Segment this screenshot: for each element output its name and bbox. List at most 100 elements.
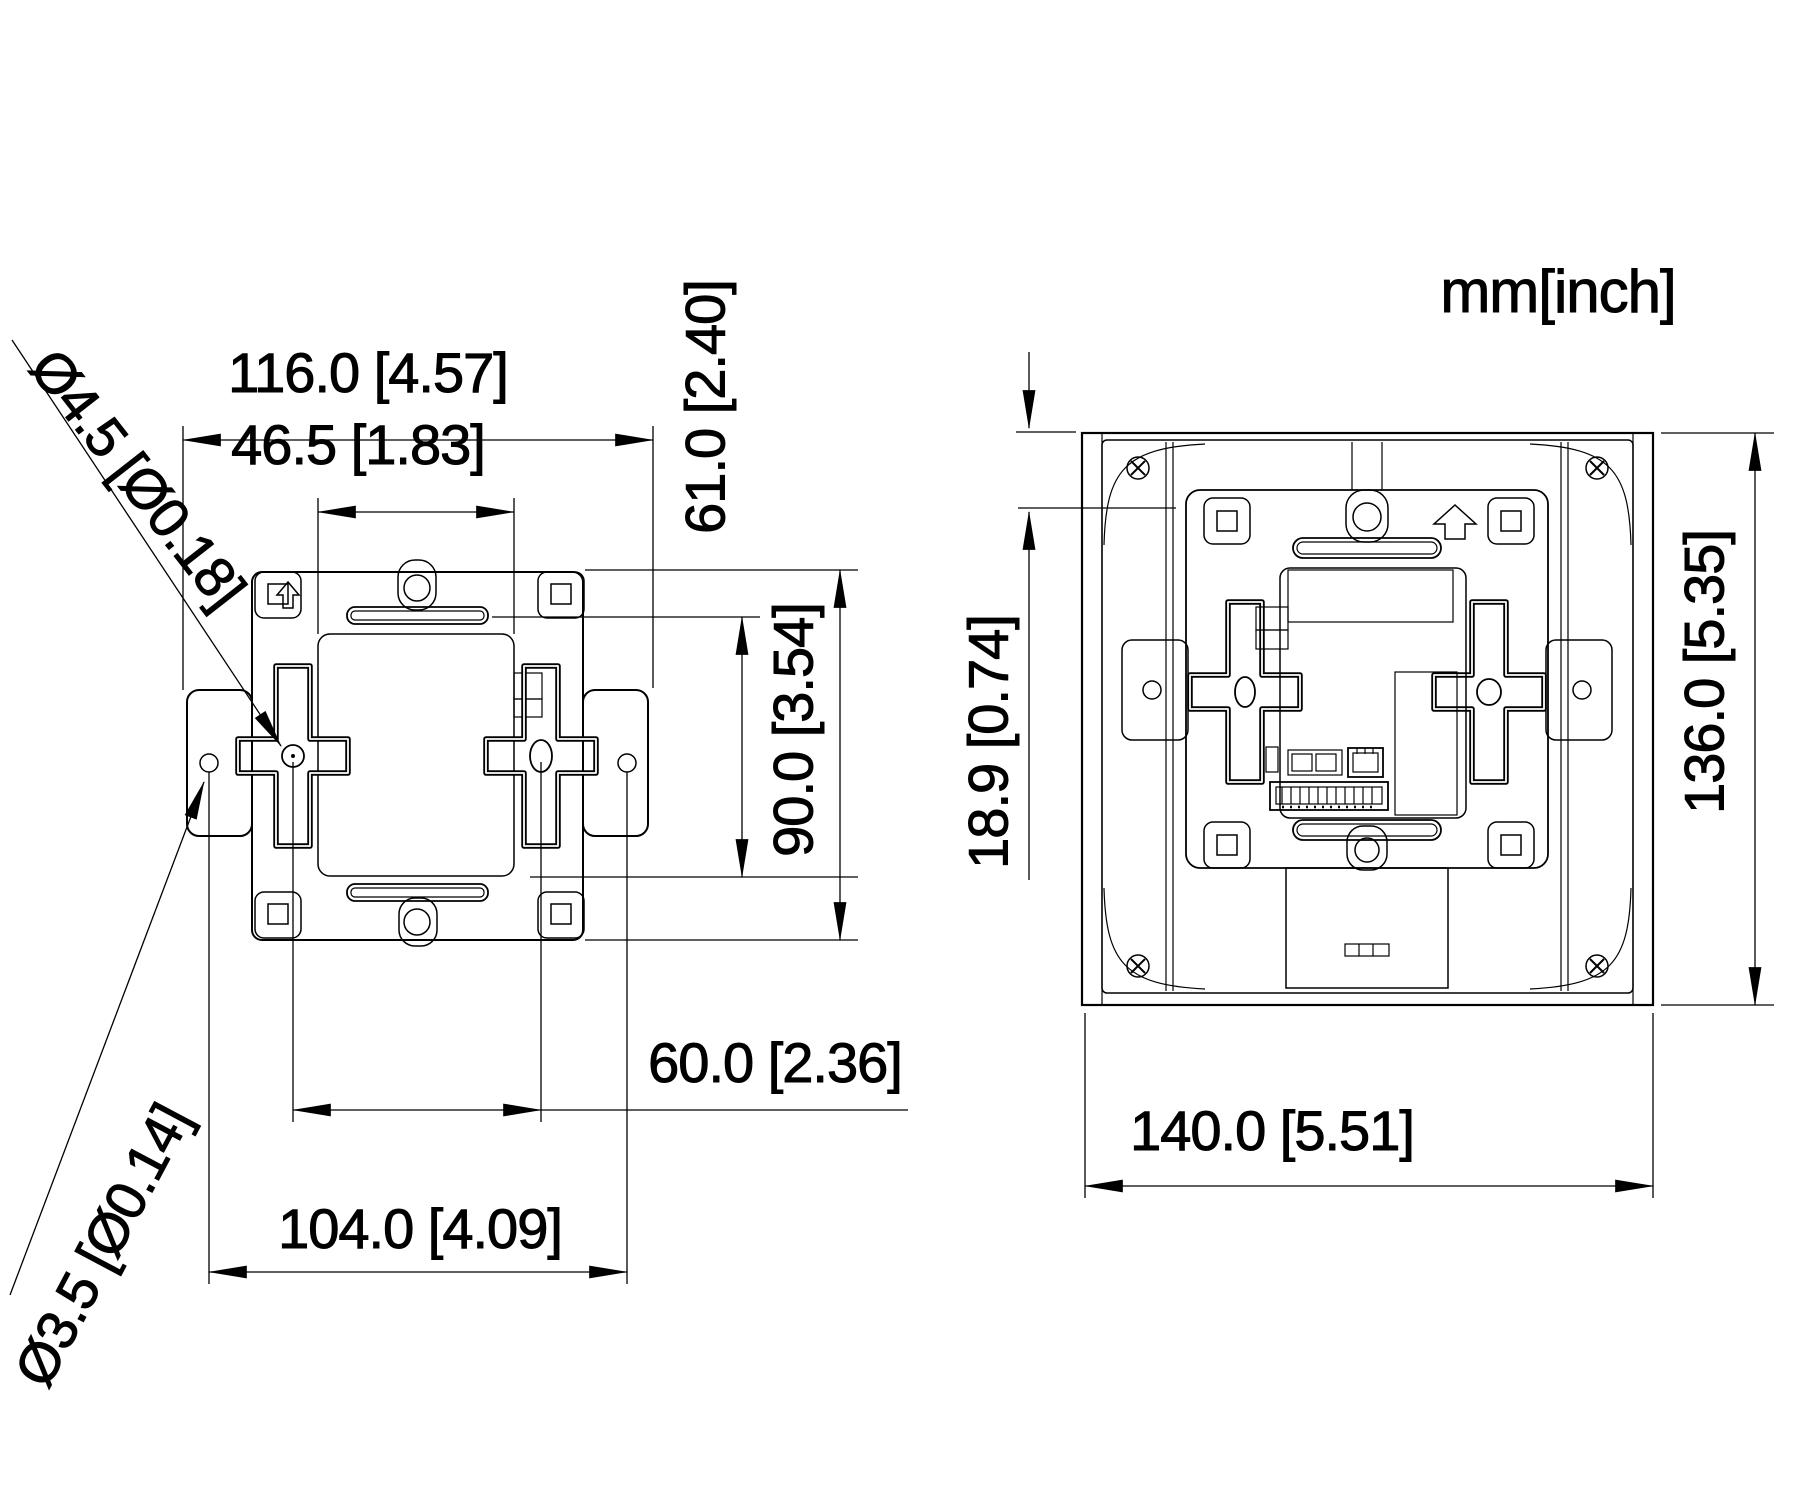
top-slot-inner	[1296, 541, 1438, 555]
plate-wing-right	[1545, 639, 1613, 741]
screw-bottom-left-icon	[1126, 954, 1150, 978]
label-screw-hole-diameter: Ø3.5 [Ø0.14]	[1, 780, 205, 1397]
dim-overall-height: 90.0 [3.54]	[585, 568, 858, 942]
panel-corner-curve-bottom-left	[1103, 887, 1206, 990]
bracket-plate-features	[199, 559, 637, 947]
corner-tab-bottom-left	[254, 891, 302, 939]
electronics	[1255, 567, 1467, 989]
housing-outer-box	[1080, 431, 1655, 1007]
wing-hole-right	[1572, 680, 1592, 700]
corner-square-top-right	[550, 583, 572, 605]
corner-square-bottom-left	[1216, 834, 1238, 856]
dimension-text: 61.0 [2.40]	[674, 280, 737, 534]
leader-text: Ø3.5 [Ø0.14]	[2, 1094, 203, 1396]
panel-corner-curve-top-right	[1529, 443, 1632, 546]
cable-channel-notch	[1344, 943, 1390, 957]
top-slot-inner	[350, 610, 485, 621]
connector-b-pins	[1356, 748, 1374, 754]
dimension-text: 60.0 [2.36]	[648, 1031, 902, 1094]
keyhole-cross-right-centerline	[1433, 601, 1545, 783]
dimension-text: 136.0 [5.35]	[1673, 530, 1736, 814]
wall-box-opening	[317, 633, 515, 877]
up-arrow-icon	[1432, 503, 1478, 540]
device-back-view: 18.9 [0.74] 136.0 [5.35] 140.0 [5.51]	[956, 352, 1774, 1198]
bracket-wing-right	[582, 689, 649, 837]
terminal-strip-inner	[1275, 786, 1383, 805]
bottom-screw-hole	[1354, 837, 1380, 863]
corner-tab-top-left	[254, 571, 302, 619]
corner-tab-bottom-right	[1487, 821, 1535, 869]
dim-top-inset: 18.9 [0.74]	[956, 352, 1176, 880]
terminal-pins	[1281, 787, 1373, 804]
keyhole-cross-left	[1187, 599, 1303, 785]
screw-top-left-icon	[1126, 456, 1150, 480]
panel-corner-curve-bottom-right	[1529, 887, 1632, 990]
leader-line	[9, 780, 205, 1296]
bracket-dimensions: 116.0 [4.57] 46.5 [1.83] 61.0 [2.40]	[1, 280, 908, 1397]
dim-body-height: 136.0 [5.35]	[1661, 431, 1774, 1007]
wing-hole-right	[617, 753, 637, 773]
screw-top-right-icon	[1585, 456, 1609, 480]
wing-hole-left	[199, 753, 219, 773]
housing-inner-panel	[1101, 439, 1634, 994]
keyhole-cross-right	[1431, 599, 1547, 785]
corner-square-bottom-right	[550, 903, 572, 925]
top-screw-hole	[1352, 502, 1382, 532]
plate-wing-left	[1121, 639, 1189, 741]
cable-clip-lower	[513, 698, 543, 718]
module-right	[1394, 671, 1458, 816]
connector-small	[1265, 746, 1279, 773]
internal-mounting-plate	[1121, 442, 1613, 871]
cable-clip-upper	[513, 672, 543, 700]
corner-square-top-left	[1216, 510, 1238, 532]
up-arrow-icon	[275, 580, 301, 609]
top-screw-tab	[397, 559, 437, 611]
bottom-screw-hole	[403, 908, 431, 936]
dim-upper-height: 61.0 [2.40]	[492, 280, 858, 879]
connector-b-inner	[1352, 752, 1379, 773]
corner-square-top-right	[1500, 510, 1522, 532]
dimension-text: 18.9 [0.74]	[957, 615, 1020, 869]
keyhole-center-hole-right	[1476, 678, 1502, 706]
dimension-text: 46.5 [1.83]	[231, 413, 485, 476]
device-dimensions: 18.9 [0.74] 136.0 [5.35] 140.0 [5.51]	[956, 352, 1774, 1198]
top-slot-outer	[346, 606, 489, 625]
connector-a-cell-1	[1291, 753, 1313, 772]
corner-tab-top-left	[1203, 497, 1251, 545]
keyhole-cross-right-centerline	[485, 665, 597, 847]
bottom-slot-outer	[346, 883, 489, 902]
cable-channel	[1285, 867, 1449, 989]
dimension-text: 116.0 [4.57]	[228, 341, 508, 404]
module-top	[1287, 569, 1454, 623]
corner-tab-bottom-left	[1203, 821, 1251, 869]
corner-tab-top-right	[1487, 497, 1535, 545]
leader-line	[11, 339, 282, 747]
corner-square-top-left	[267, 583, 289, 605]
pcb-outline	[1279, 567, 1467, 819]
bracket-plate-outline	[186, 571, 649, 941]
panel-corner-curve-top-left	[1103, 443, 1206, 546]
dim-opening-width: 46.5 [1.83]	[231, 413, 516, 634]
keyhole-center-oval-left	[1234, 676, 1256, 708]
keyhole-cross-left-centerline	[1189, 601, 1301, 783]
device-housing	[1080, 431, 1655, 1007]
bracket-body	[251, 571, 584, 941]
bottom-slot-outer	[1292, 819, 1442, 841]
bottom-slot-inner	[1296, 823, 1438, 837]
connector-a	[1287, 749, 1343, 776]
wing-hole-left	[1142, 680, 1162, 700]
corner-tab-top-right	[537, 571, 585, 619]
dim-screw-hole-spacing: 104.0 [4.09]	[207, 772, 629, 1284]
bracket-front-view: 116.0 [4.57] 46.5 [1.83] 61.0 [2.40]	[1, 280, 908, 1397]
bottom-screw-tab	[398, 897, 438, 947]
dimension-text: 104.0 [4.09]	[278, 1197, 562, 1260]
leader-text: Ø4.5 [Ø0.18]	[18, 337, 258, 619]
unit-label: mm[inch]	[1440, 258, 1675, 325]
top-slot-outer	[1292, 537, 1442, 559]
screw-bottom-right-icon	[1585, 954, 1609, 978]
dim-keyhole-spacing: 60.0 [2.36]	[291, 762, 908, 1122]
corner-square-bottom-left	[267, 903, 289, 925]
dim-overall-width: 116.0 [4.57]	[181, 341, 655, 690]
